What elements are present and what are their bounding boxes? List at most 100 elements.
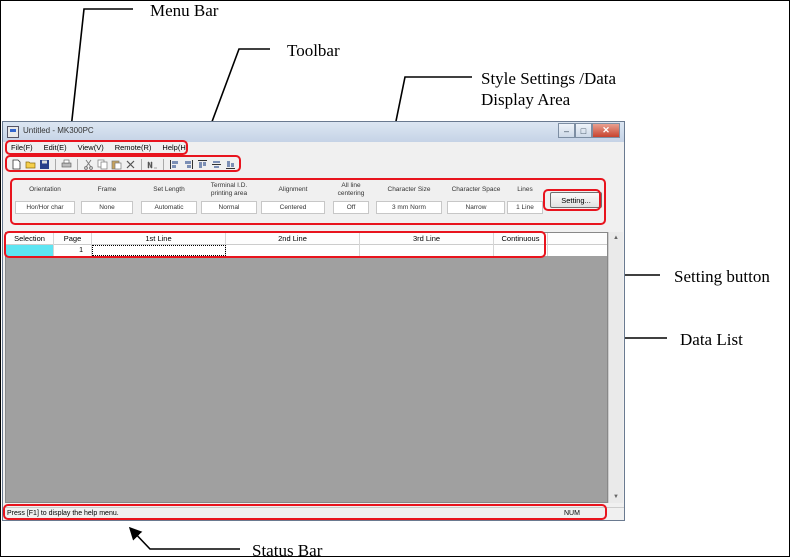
cell-line-2[interactable] — [226, 245, 360, 256]
callout-style-area-line1: Style Settings /Data — [481, 69, 617, 88]
menu-bar: File(F) Edit(E) View(V) Remote(R) Help(H… — [7, 143, 188, 155]
vertical-scrollbar[interactable]: ▲ ▼ — [608, 232, 623, 503]
style-header: Terminal I.D. printing area — [210, 182, 248, 197]
print-icon[interactable] — [61, 159, 72, 170]
cell-continuous[interactable] — [494, 245, 548, 256]
style-header: Character Space — [451, 185, 501, 193]
menu-help[interactable]: Help(H) — [162, 143, 189, 152]
align-right-icon[interactable] — [183, 159, 194, 170]
scroll-up-icon[interactable]: ▲ — [613, 235, 619, 241]
window-title: Untitled - MK300PC — [23, 126, 94, 135]
list-header: Selection Page 1st Line 2nd Line 3rd Lin… — [6, 233, 607, 245]
align-center-icon[interactable] — [211, 159, 222, 170]
copy-icon[interactable] — [97, 159, 108, 170]
callout-status-bar: Status Bar — [252, 541, 323, 557]
highlight-setting-button — [543, 189, 601, 211]
menu-view[interactable]: View(V) — [77, 143, 104, 152]
scroll-down-icon[interactable]: ▼ — [613, 494, 619, 500]
callout-data-list: Data List — [680, 330, 743, 349]
style-set-length: Set Length Automatic — [141, 180, 197, 214]
minimize-button[interactable]: – — [558, 123, 575, 138]
menu-file[interactable]: File(F) — [11, 143, 33, 152]
arrow-toolbar — [197, 48, 270, 156]
app-window: Untitled - MK300PC – □ ✕ File(F) Edit(E)… — [2, 121, 625, 521]
style-value: Centered — [261, 201, 325, 214]
style-header: Character Size — [387, 185, 431, 193]
style-all-line-centering: All line centering Off — [333, 180, 369, 214]
style-value: None — [81, 201, 133, 214]
column-line-3[interactable]: 3rd Line — [360, 233, 494, 245]
save-icon[interactable] — [39, 159, 50, 170]
style-alignment: Alignment Centered — [261, 180, 325, 214]
callout-menu-bar: Menu Bar — [150, 1, 219, 20]
style-lines: Lines 1 Line — [507, 180, 543, 214]
highlight-status-bar — [3, 504, 607, 520]
style-orientation: Orientation Hor/Hor char — [15, 180, 75, 214]
callout-style-area-line2: Display Area — [481, 90, 571, 110]
align-top-icon[interactable] — [197, 159, 208, 170]
style-value: Narrow — [447, 201, 505, 214]
highlight-toolbar — [5, 155, 241, 172]
style-value: 3 mm Norm — [376, 201, 442, 214]
column-line-1[interactable]: 1st Line — [92, 233, 226, 245]
style-terminal-id: Terminal I.D. printing area Normal — [201, 180, 257, 214]
style-value: 1 Line — [507, 201, 543, 214]
style-header: Alignment — [278, 185, 308, 193]
cell-selection[interactable] — [6, 245, 54, 256]
cell-page[interactable]: 1 — [54, 245, 92, 256]
style-value: Normal — [201, 201, 257, 214]
highlight-menu-bar — [5, 140, 188, 155]
status-message: Press [F1] to display the help menu. — [7, 510, 119, 517]
align-left-icon[interactable] — [169, 159, 180, 170]
callout-setting-button: Setting button — [674, 267, 770, 286]
close-button[interactable]: ✕ — [592, 123, 620, 138]
style-character-space: Character Space Narrow — [447, 180, 505, 214]
delete-icon[interactable] — [125, 159, 136, 170]
menu-edit[interactable]: Edit(E) — [43, 143, 67, 152]
toolbar-separator — [55, 158, 56, 170]
new-file-icon[interactable] — [11, 159, 22, 170]
cell-line-3[interactable] — [360, 245, 494, 256]
style-header: All line centering — [337, 182, 365, 197]
align-bottom-icon[interactable] — [225, 159, 236, 170]
data-list: Selection Page 1st Line 2nd Line 3rd Lin… — [5, 232, 608, 503]
column-page[interactable]: Page — [54, 233, 92, 245]
style-value: Hor/Hor char — [15, 201, 75, 214]
toolbar — [7, 157, 236, 171]
style-header: Orientation — [29, 185, 61, 193]
setting-button[interactable]: Setting... — [550, 192, 602, 208]
callout-style-area: Style Settings /Data Display Area — [481, 68, 616, 111]
highlight-data-list — [4, 231, 546, 258]
cell-line-1[interactable] — [92, 245, 226, 256]
style-header: Set Length — [153, 185, 185, 193]
cut-icon[interactable] — [83, 159, 94, 170]
window-controls: – □ ✕ — [558, 123, 620, 138]
column-continuous[interactable]: Continuous — [494, 233, 548, 245]
status-bar: Press [F1] to display the help menu. NUM — [3, 507, 624, 520]
style-value: Off — [333, 201, 369, 214]
app-icon — [7, 126, 19, 138]
style-header: Frame — [97, 185, 117, 193]
paste-icon[interactable] — [111, 159, 122, 170]
column-selection[interactable]: Selection — [6, 233, 54, 245]
toolbar-separator — [77, 158, 78, 170]
maximize-button[interactable]: □ — [575, 123, 592, 138]
open-folder-icon[interactable] — [25, 159, 36, 170]
column-line-2[interactable]: 2nd Line — [226, 233, 360, 245]
arrow-status-bar — [128, 526, 240, 550]
callout-toolbar: Toolbar — [287, 41, 340, 60]
style-value: Automatic — [141, 201, 197, 214]
style-character-size: Character Size 3 mm Norm — [376, 180, 442, 214]
title-bar[interactable]: Untitled - MK300PC – □ ✕ — [3, 122, 624, 142]
num-lock-indicator: NUM — [564, 510, 580, 517]
toolbar-separator — [163, 158, 164, 170]
style-settings-area: Orientation Hor/Hor char Frame None Set … — [11, 180, 607, 223]
arrow-menu-bar — [64, 8, 133, 140]
toolbar-separator — [141, 158, 142, 170]
highlight-style-area — [10, 178, 606, 225]
style-header: Lines — [517, 185, 533, 193]
style-frame: Frame None — [81, 180, 133, 214]
table-row[interactable]: 1 — [6, 245, 607, 256]
menu-remote[interactable]: Remote(R) — [114, 143, 152, 152]
number-icon[interactable] — [147, 159, 158, 170]
